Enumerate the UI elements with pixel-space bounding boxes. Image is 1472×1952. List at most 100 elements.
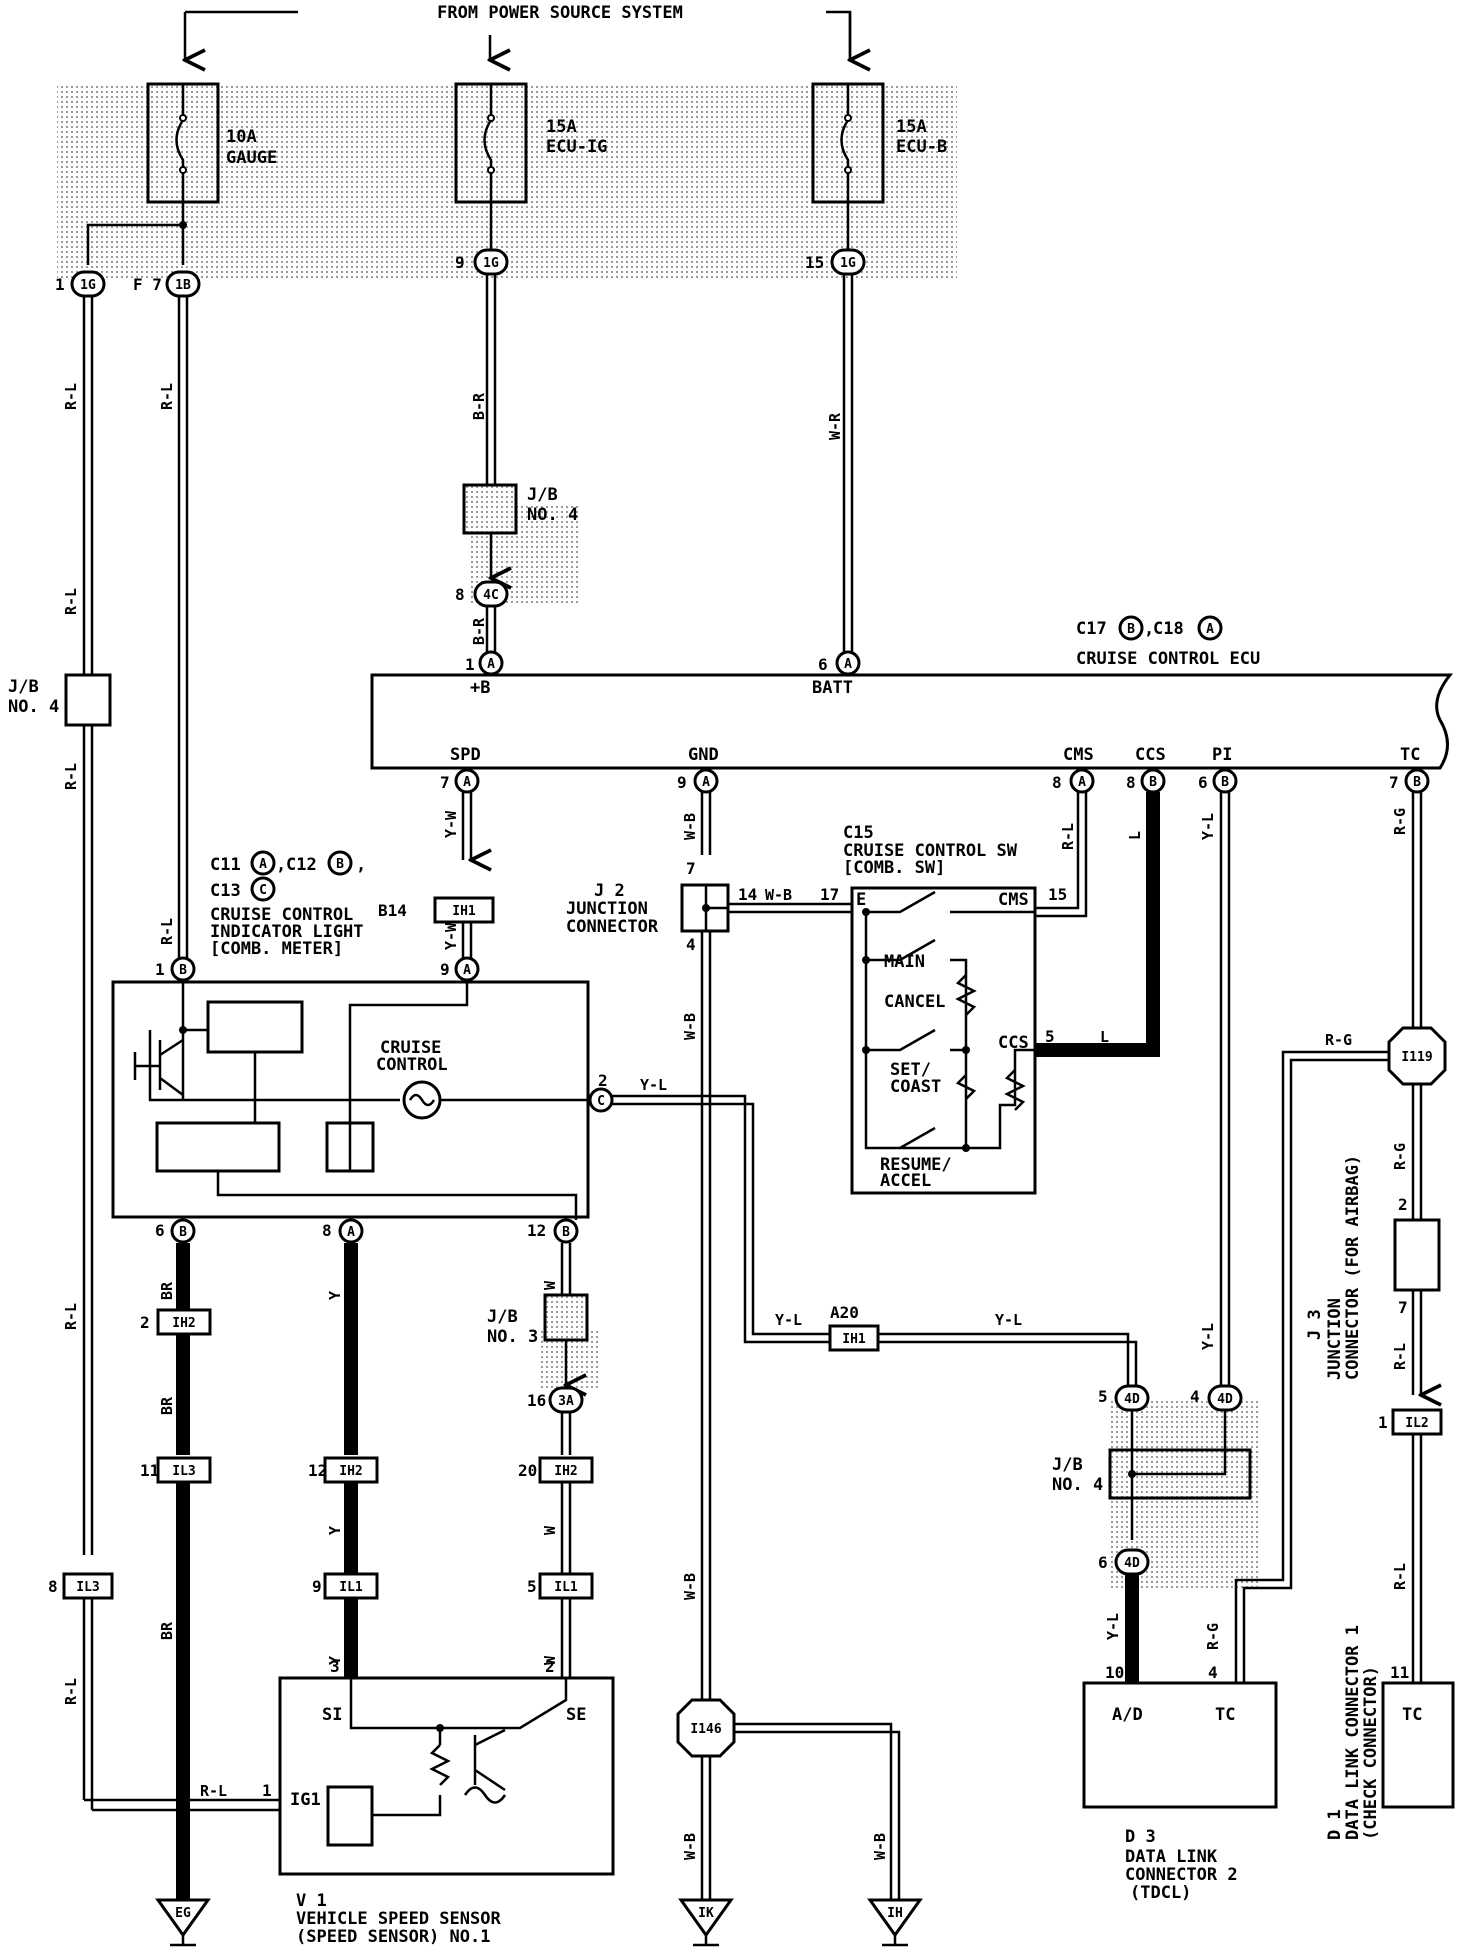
svg-text:R-G: R-G	[1204, 1623, 1222, 1650]
svg-text:14: 14	[738, 885, 757, 904]
svg-text:6: 6	[1098, 1553, 1108, 1572]
fuse-ecu-ig: 15A ECU-IG	[454, 82, 607, 204]
svg-text:W-B: W-B	[765, 886, 792, 904]
svg-text:B: B	[562, 1225, 570, 1240]
svg-text:Y-L: Y-L	[995, 1311, 1022, 1329]
svg-text:B: B	[1127, 622, 1135, 637]
ground-ih: IH	[867, 1898, 923, 1947]
svg-text:8: 8	[1126, 773, 1136, 792]
svg-text:1G: 1G	[840, 256, 856, 271]
svg-text:B: B	[179, 1225, 187, 1240]
svg-text:1: 1	[262, 1781, 272, 1800]
svg-text:IH1: IH1	[452, 904, 476, 919]
svg-text:Y: Y	[326, 1526, 344, 1535]
svg-text:CRUISE CONTROL ECU: CRUISE CONTROL ECU	[1076, 649, 1260, 669]
svg-text:1: 1	[155, 960, 165, 979]
svg-text:5: 5	[1098, 1387, 1108, 1406]
svg-text:B: B	[1221, 775, 1229, 790]
svg-text:3: 3	[330, 1657, 340, 1676]
svg-text:4: 4	[1190, 1387, 1200, 1406]
svg-text:L: L	[1126, 831, 1144, 840]
svg-text:Y-L: Y-L	[1199, 813, 1217, 840]
svg-text:B: B	[336, 857, 344, 872]
svg-text:6: 6	[818, 655, 828, 674]
conn-1g-1: 1 1G	[55, 270, 106, 298]
svg-text:A: A	[347, 1225, 355, 1240]
svg-text:A: A	[487, 657, 495, 672]
svg-text:I119: I119	[1401, 1050, 1432, 1065]
svg-text:IL1: IL1	[339, 1580, 363, 1595]
svg-text:IL1: IL1	[554, 1580, 578, 1595]
svg-text:5: 5	[527, 1577, 537, 1596]
svg-text:17: 17	[820, 885, 839, 904]
cruise-control-switch	[850, 886, 1037, 1195]
svg-text:CMS: CMS	[998, 890, 1029, 910]
svg-text:A: A	[1078, 775, 1086, 790]
svg-text:R-G: R-G	[1391, 1143, 1409, 1170]
svg-text:(TDCL): (TDCL)	[1130, 1883, 1191, 1903]
svg-text:7: 7	[1389, 773, 1399, 792]
conn-i146	[676, 1698, 736, 1758]
svg-text:W-B: W-B	[681, 1573, 699, 1600]
svg-text:[COMB. SW]: [COMB. SW]	[843, 858, 945, 878]
svg-text:CONNECTOR (FOR AIRBAG): CONNECTOR (FOR AIRBAG)	[1343, 1155, 1363, 1380]
source-label: FROM POWER SOURCE SYSTEM	[437, 3, 683, 23]
svg-text:CONTROL: CONTROL	[376, 1055, 448, 1075]
svg-text:C13: C13	[210, 881, 241, 901]
svg-text:INDICATOR LIGHT: INDICATOR LIGHT	[210, 922, 364, 942]
svg-text:IL3: IL3	[76, 1580, 99, 1595]
svg-text:JUNCTION: JUNCTION	[566, 899, 648, 919]
svg-text:J/B: J/B	[1052, 1455, 1083, 1475]
svg-text:NO. 4: NO. 4	[8, 697, 59, 717]
svg-text:CCS: CCS	[1135, 745, 1166, 765]
svg-text:I146: I146	[690, 1722, 721, 1737]
svg-text:CMS: CMS	[1063, 745, 1094, 765]
svg-text:1: 1	[465, 655, 475, 674]
svg-text:C11: C11	[210, 855, 241, 875]
svg-text:IL3: IL3	[172, 1464, 195, 1479]
svg-text:5: 5	[1045, 1027, 1055, 1046]
svg-text:C: C	[597, 1094, 605, 1109]
svg-text:NO. 4: NO. 4	[1052, 1475, 1103, 1495]
svg-text:6: 6	[155, 1221, 165, 1240]
power-source-shade	[57, 83, 957, 278]
svg-text:A: A	[463, 963, 471, 978]
svg-text:ECU-IG: ECU-IG	[546, 137, 607, 157]
svg-text:J 3: J 3	[1305, 1309, 1325, 1340]
svg-text:(SPEED SENSOR) NO.1: (SPEED SENSOR) NO.1	[296, 1927, 490, 1947]
svg-text:CONNECTOR: CONNECTOR	[566, 917, 659, 937]
svg-text:R-L: R-L	[1391, 1563, 1409, 1590]
svg-text:IH2: IH2	[172, 1316, 195, 1331]
svg-text:IL2: IL2	[1405, 1416, 1428, 1431]
svg-text:7: 7	[686, 859, 696, 878]
fuse-gauge: 10A GAUGE	[146, 82, 277, 204]
svg-text:R-G: R-G	[1325, 1031, 1352, 1049]
svg-text:J/B: J/B	[8, 677, 39, 697]
svg-text:Y: Y	[326, 1291, 344, 1300]
svg-text:BR: BR	[158, 1281, 176, 1300]
svg-text:2: 2	[1398, 1195, 1408, 1214]
jb4-left-block	[64, 673, 112, 727]
svg-text:9: 9	[455, 253, 465, 272]
svg-text:11: 11	[140, 1461, 159, 1480]
svg-text:8: 8	[455, 585, 465, 604]
svg-text:9: 9	[312, 1577, 322, 1596]
svg-text:20: 20	[518, 1461, 537, 1480]
svg-text:CCS: CCS	[998, 1033, 1029, 1053]
svg-text:IK: IK	[698, 1906, 714, 1921]
svg-text:E: E	[856, 890, 866, 910]
conn-1g-15: 15 1G	[805, 248, 866, 276]
svg-text:F 7: F 7	[133, 275, 162, 294]
svg-text:W: W	[541, 1655, 559, 1665]
svg-text:R-L: R-L	[62, 1678, 80, 1705]
svg-text:1: 1	[55, 275, 65, 294]
svg-text:R-L: R-L	[1059, 823, 1077, 850]
svg-text:MAIN: MAIN	[884, 952, 925, 972]
svg-text:R-L: R-L	[158, 918, 176, 945]
j3-junction	[1393, 1218, 1441, 1292]
svg-text:COAST: COAST	[890, 1077, 941, 1097]
svg-text:R-G: R-G	[1391, 808, 1409, 835]
svg-text:BR: BR	[158, 1621, 176, 1640]
svg-text:15: 15	[805, 253, 824, 272]
svg-text:B14: B14	[378, 901, 407, 920]
